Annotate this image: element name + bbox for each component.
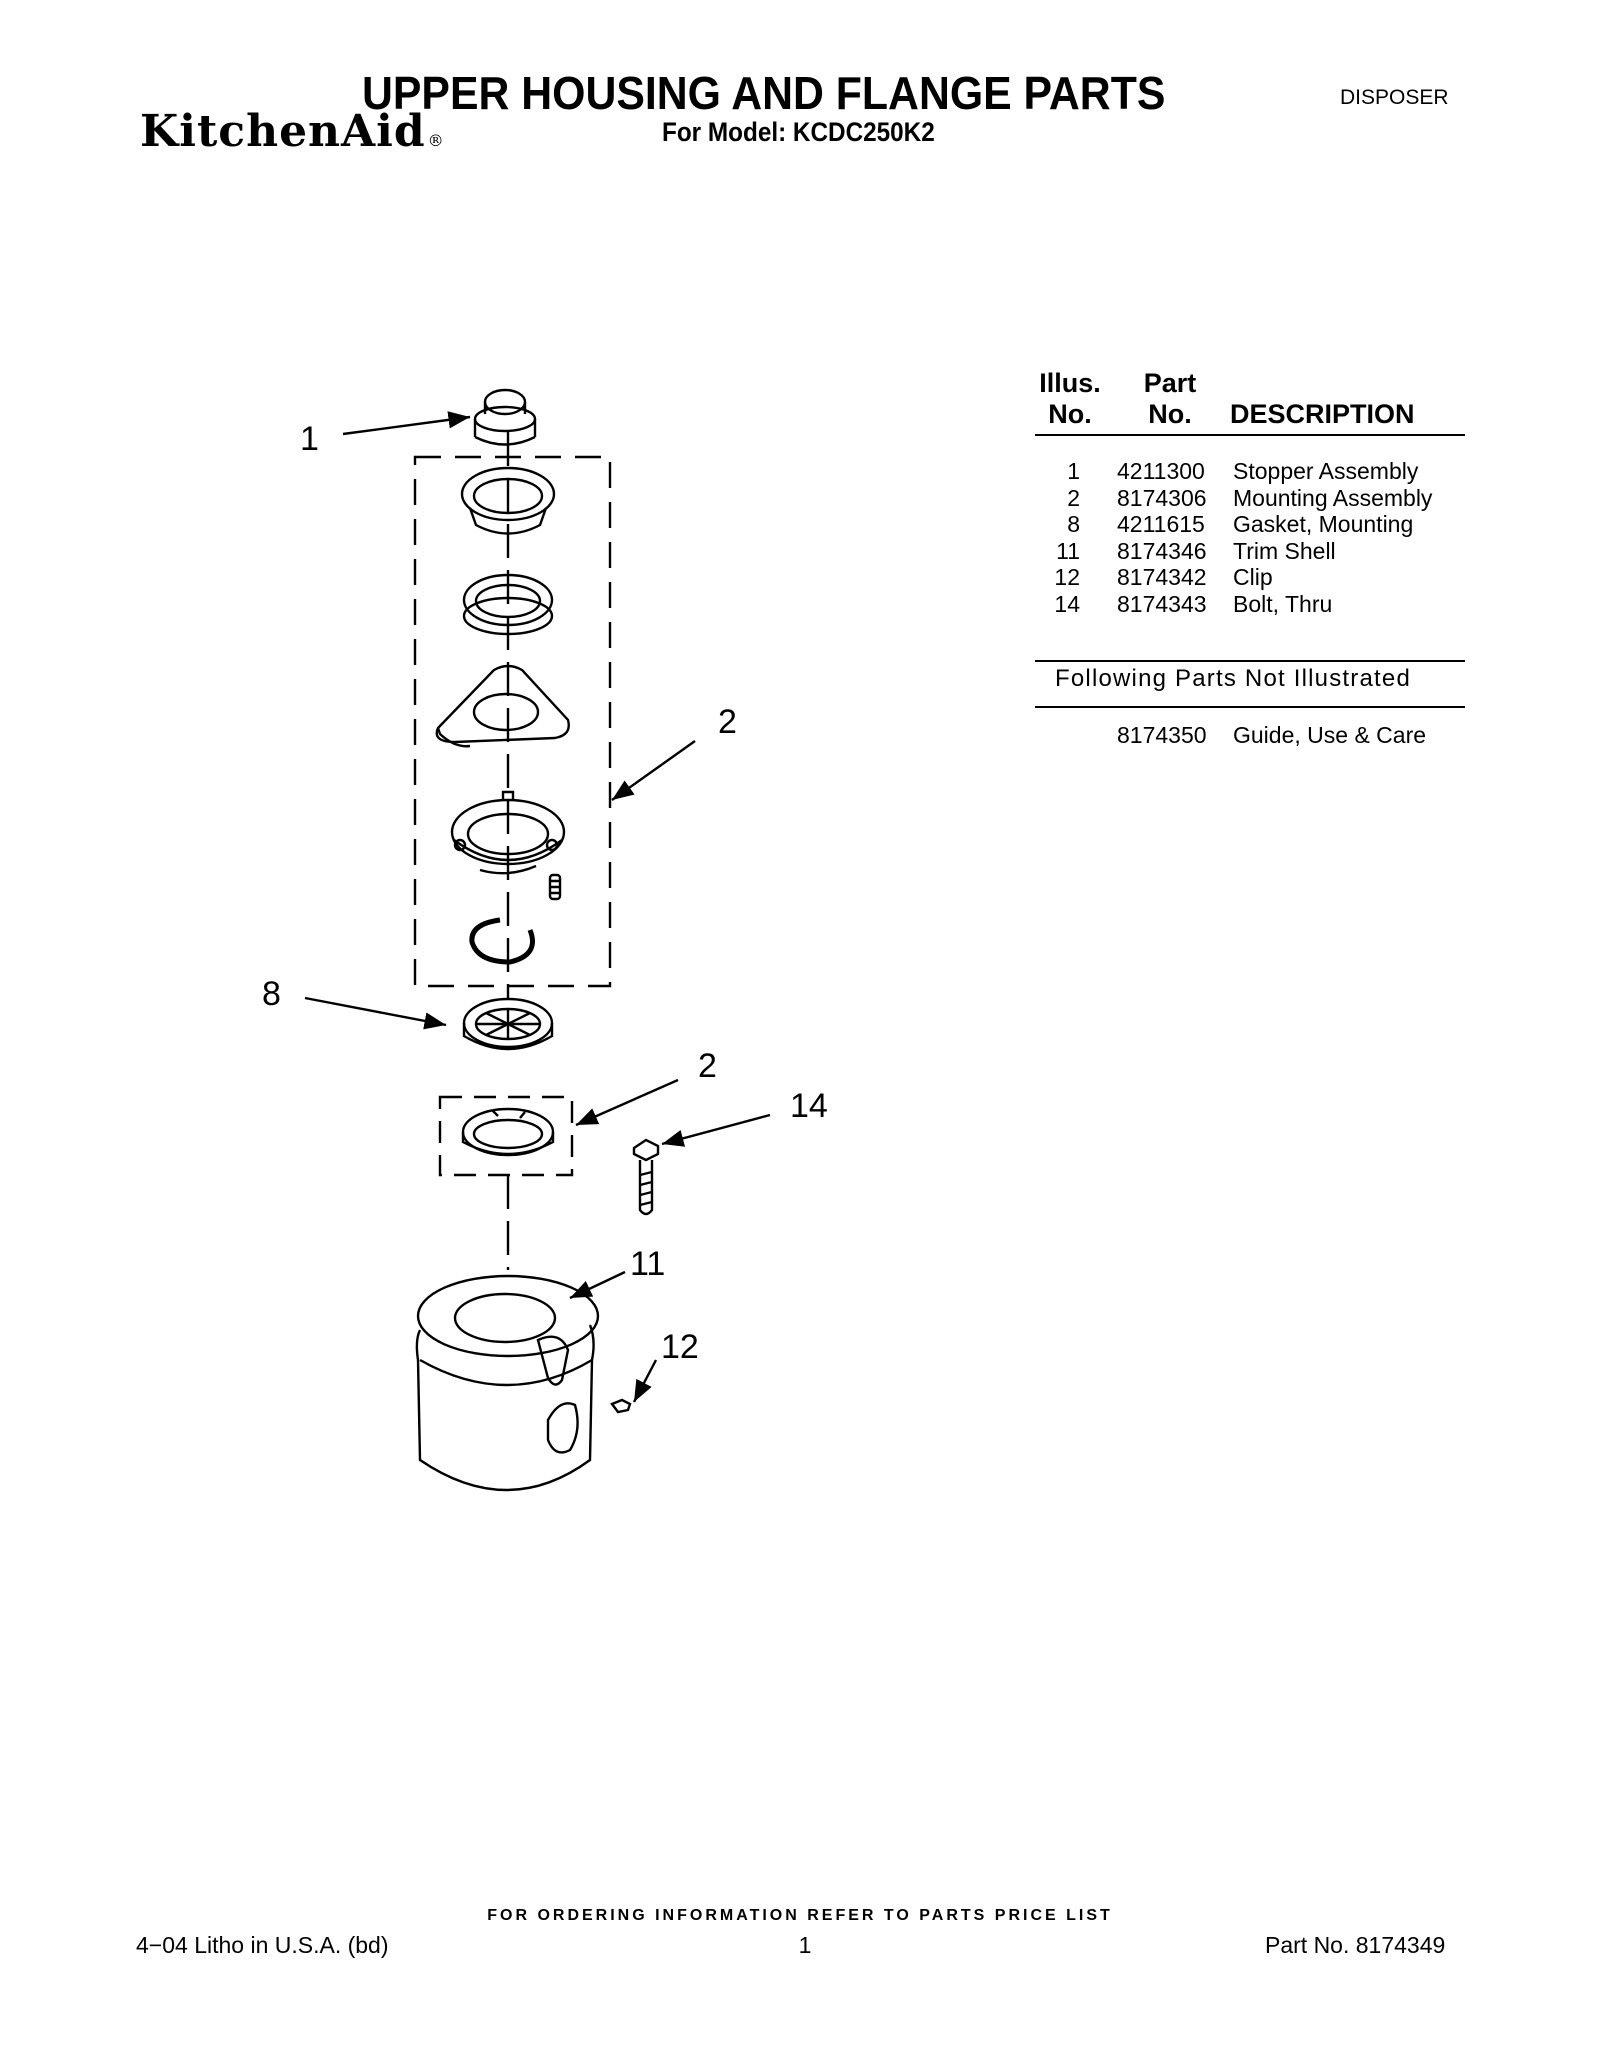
callout-8: 8 [262, 975, 281, 1013]
part-no: 8174342 [1117, 564, 1207, 591]
part-description: Trim Shell [1233, 537, 1336, 564]
leader-2b [575, 1078, 679, 1127]
header-rule [1035, 434, 1465, 436]
illus-no: 8 [1067, 511, 1080, 538]
part-description: Stopper Assembly [1233, 458, 1419, 484]
brand-logo: KitchenAid® [140, 106, 445, 157]
illus-no: 11 [1056, 537, 1080, 564]
part-no: 4211615 [1117, 511, 1205, 538]
product-category: DISPOSER [1340, 86, 1449, 109]
backup-ring-part [435, 664, 570, 748]
model-subtitle: For Model: KCDC250K2 [662, 117, 935, 147]
part-no: 8174306 [1117, 484, 1207, 511]
part-no: 8174350 [1117, 722, 1207, 748]
stopper-assembly-part [473, 388, 537, 446]
sink-flange-part [460, 466, 556, 535]
clip-part [610, 1398, 632, 1414]
mounting-ring-part [450, 790, 566, 875]
part-no: 8174343 [1117, 590, 1207, 617]
leader-12 [632, 1359, 658, 1403]
leader-8 [304, 996, 447, 1030]
page-number: 1 [798, 1932, 812, 1958]
ordering-note: FOR ORDERING INFORMATION REFER TO PARTS … [487, 1907, 1113, 1924]
part-description: Mounting Assembly [1233, 484, 1433, 511]
table-row: 1 4211300 Stopper Assembly [1035, 458, 1465, 485]
callout-2-lower: 2 [698, 1047, 717, 1085]
trim-shell-part [415, 1274, 600, 1492]
fiber-gasket-part [462, 573, 554, 636]
leader-2a [611, 740, 696, 801]
illus-no: 1 [1067, 458, 1080, 484]
part-no: 8174346 [1117, 537, 1207, 564]
part-description: Clip [1233, 564, 1273, 591]
part-description: Bolt, Thru [1233, 590, 1333, 617]
table-row: 8 4211615 Gasket, Mounting [1035, 511, 1465, 538]
part-description: Guide, Use & Care [1233, 722, 1427, 748]
header-part-line1: Part [1143, 368, 1197, 398]
not-illustrated-heading: Following Parts Not Illustrated [1055, 665, 1411, 692]
part-no: 4211300 [1117, 458, 1205, 484]
not-illustrated-top-rule [1035, 660, 1465, 662]
callout-14: 14 [790, 1087, 828, 1125]
parts-rows: 1 4211300 Stopper Assembly 2 8174306 Mou… [1035, 458, 1465, 618]
callout-2-upper: 2 [718, 703, 737, 741]
page-title: UPPER HOUSING AND FLANGE PARTS [362, 67, 1166, 119]
illus-no: 12 [1054, 564, 1080, 591]
thru-bolt-part [632, 1138, 660, 1216]
not-illustrated-bottom-rule [1035, 706, 1465, 708]
registered-mark: ® [427, 131, 445, 150]
leader-1 [342, 411, 471, 436]
document-part-number: Part No. 8174349 [1265, 1932, 1446, 1958]
lower-mounting-ring-part [461, 1107, 555, 1157]
leader-14 [661, 1113, 771, 1147]
mounting-screw-part [548, 873, 562, 901]
snap-ring-part [469, 917, 535, 965]
header-part-line2: No. [1148, 399, 1192, 429]
header-illus-line2: No. [1048, 399, 1092, 429]
part-description: Gasket, Mounting [1233, 511, 1414, 538]
mounting-gasket-part [462, 997, 554, 1051]
mounting-ring-box [438, 1095, 574, 1177]
table-row: 11 8174346 Trim Shell [1035, 538, 1465, 565]
callout-1: 1 [300, 420, 319, 458]
table-row: 12 8174342 Clip [1035, 564, 1465, 591]
brand-name: KitchenAid [140, 106, 426, 157]
litho-info: 4−04 Litho in U.S.A. (bd) [136, 1932, 389, 1958]
illus-no: 14 [1054, 590, 1080, 617]
not-illustrated-rows: 8174350 Guide, Use & Care [1035, 722, 1465, 749]
table-row: 8174350 Guide, Use & Care [1035, 722, 1465, 749]
illus-no: 2 [1067, 484, 1080, 511]
callout-11: 11 [630, 1245, 665, 1283]
header-illus-line1: Illus. [1039, 368, 1101, 398]
table-row: 2 8174306 Mounting Assembly [1035, 485, 1465, 512]
callout-12: 12 [661, 1328, 699, 1366]
leader-11 [569, 1270, 626, 1300]
header-description: DESCRIPTION [1230, 399, 1415, 429]
mounting-assembly-box [413, 455, 612, 988]
table-row: 14 8174343 Bolt, Thru [1035, 591, 1465, 618]
